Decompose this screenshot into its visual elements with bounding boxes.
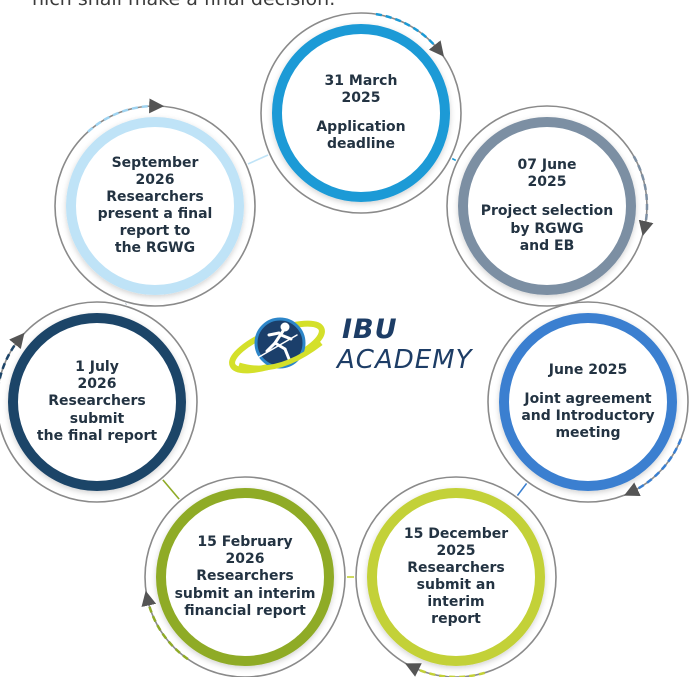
timeline-node-4 [355, 476, 557, 677]
node-text-line: 15 February [197, 534, 293, 551]
node-text-line: 2025 [436, 542, 476, 559]
node-text-line: 2026 [77, 376, 117, 393]
node-text-line: Researchers [407, 559, 505, 576]
timeline-node-6 [0, 301, 198, 503]
colored-ring [272, 24, 450, 202]
node-text-line: 2025 [341, 89, 381, 106]
node-text-line: submit [69, 410, 125, 427]
timeline-node-5 [141, 476, 346, 677]
timeline-node-2 [446, 105, 654, 307]
connector-line [451, 157, 457, 162]
node-text-line: report to [119, 223, 191, 240]
node-text-line: report [431, 611, 481, 628]
node-text-line: 2026 [135, 171, 175, 188]
logo-word-academy: ACADEMY [337, 345, 473, 375]
colored-ring [8, 313, 186, 491]
timeline-node-1 [260, 12, 462, 214]
node-text-line: the final report [36, 427, 158, 444]
intro-text: hich shall make a final decision. [32, 0, 335, 10]
biathlete-emblem-icon [229, 317, 325, 374]
node-text-line: 31 March [324, 72, 398, 89]
node-text-line: 1 July [75, 359, 119, 376]
node-text-line: present a final [97, 206, 213, 222]
colored-ring [367, 488, 545, 666]
node-text-line: meeting [555, 425, 621, 442]
connector-group [125, 154, 528, 578]
node-text-line: 2026 [225, 551, 265, 568]
logo-word-ibu: IBU [342, 314, 398, 345]
node-text-line: 2025 [527, 174, 567, 191]
node-text-line: and EB [519, 237, 575, 254]
node-text-line: June 2025 [548, 361, 628, 378]
node-text-line: 15 December [403, 525, 509, 542]
node-text-line: deadline [326, 136, 396, 153]
colored-ring [156, 488, 334, 666]
timeline-node-3 [487, 301, 689, 503]
node-text-line: 07 June [517, 157, 577, 174]
connector-line [162, 479, 180, 500]
node-text-line: Joint agreement [524, 390, 652, 407]
colored-ring [499, 313, 677, 491]
colored-ring [458, 117, 636, 295]
node-text-line: Researchers [106, 188, 204, 205]
node-text-line: Project selection [480, 203, 614, 220]
node-text-line: financial report [184, 602, 306, 619]
node-text-line: and Introductory [521, 408, 655, 424]
node-text-line: September [111, 154, 199, 171]
node-text-line: Researchers [196, 568, 294, 585]
colored-ring [66, 117, 244, 295]
connector-line [247, 154, 269, 165]
node-text-line: submit an [416, 577, 496, 593]
ibu-academy-logo: IBU ACADEMY [225, 305, 495, 385]
node-text-line: Application [316, 119, 406, 135]
node-text-line: the RGWG [114, 240, 196, 257]
node-text-line: Researchers [48, 393, 146, 410]
ring-group [0, 12, 689, 677]
node-text-line: interim [427, 594, 485, 611]
connector-line [516, 482, 528, 497]
node-text-line: by RGWG [510, 220, 584, 237]
node-text-line: submit an interim [174, 585, 316, 602]
timeline-node-7 [54, 98, 256, 307]
